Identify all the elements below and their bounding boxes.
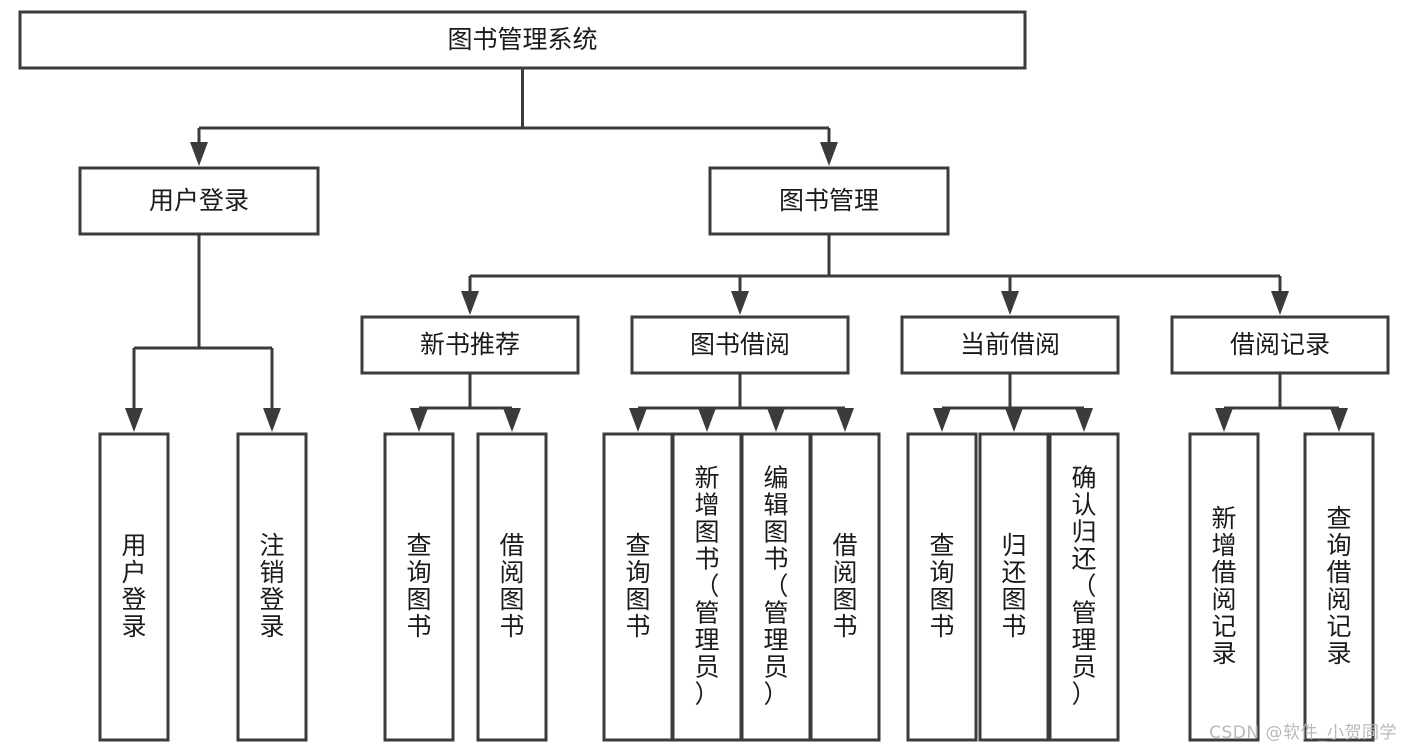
node-leaf-add-record[interactable]: 新增借阅记录 [1188,432,1260,742]
node-leaf-edit-book-admin[interactable]: 编辑图书（管理员） [740,432,812,742]
node-label-current-borrow: 当前借阅 [960,330,1060,359]
node-book-borrow[interactable]: 图书借阅 [630,315,850,375]
node-label-leaf-add-record: 新增借阅记录 [1211,504,1236,668]
node-new-book-recommend[interactable]: 新书推荐 [360,315,580,375]
node-box-leaf-query-book-nbr [383,432,455,742]
node-box-leaf-query-record [1303,432,1375,742]
node-leaf-borrow-book-nbr[interactable]: 借阅图书 [476,432,548,742]
node-user-login[interactable]: 用户登录 [78,166,320,236]
node-label-leaf-query-book-nbr: 查询图书 [406,531,431,641]
node-label-leaf-query-record: 查询借阅记录 [1326,504,1351,668]
node-label-leaf-edit-book-admin: 编辑图书（管理员） [763,464,788,709]
arrow-head-icon [125,408,143,432]
node-box-leaf-logout [236,432,308,742]
node-current-borrow[interactable]: 当前借阅 [900,315,1120,375]
node-label-leaf-query-book-cb: 查询图书 [929,531,954,641]
node-box-root [18,10,1027,70]
arrow-head-icon [767,408,785,432]
node-box-user-login [78,166,320,236]
node-leaf-add-book-admin[interactable]: 新增图书（管理员） [671,432,743,742]
arrow-head-icon [629,408,647,432]
node-box-leaf-add-record [1188,432,1260,742]
arrow-head-icon [461,291,479,315]
arrow-head-icon [263,408,281,432]
arrow-head-icon [503,408,521,432]
arrow-head-icon [410,408,428,432]
connector-layer [125,68,1348,432]
arrow-head-icon [1330,408,1348,432]
node-leaf-confirm-return[interactable]: 确认归还（管理员） [1048,432,1120,742]
node-label-user-login: 用户登录 [149,186,249,215]
node-box-leaf-borrow-book-nbr [476,432,548,742]
node-borrow-record[interactable]: 借阅记录 [1170,315,1390,375]
node-box-leaf-add-book-admin [671,432,743,742]
node-leaf-user-login[interactable]: 用户登录 [98,432,170,742]
node-box-leaf-user-login [98,432,170,742]
node-leaf-return-book[interactable]: 归还图书 [978,432,1050,742]
node-label-root: 图书管理系统 [447,25,597,54]
node-label-leaf-confirm-return: 确认归还（管理员） [1071,464,1096,709]
arrow-head-icon [1215,408,1233,432]
node-label-book-manage: 图书管理 [779,186,879,215]
arrow-head-icon [1001,291,1019,315]
node-box-leaf-query-book-cb [906,432,978,742]
watermark-text: CSDN @软件_小贺同学 [1209,723,1397,743]
node-box-book-borrow [630,315,850,375]
node-label-leaf-user-login: 用户登录 [121,531,146,641]
node-label-leaf-borrow-book-bb: 借阅图书 [832,531,857,641]
node-leaf-query-record[interactable]: 查询借阅记录 [1303,432,1375,742]
arrow-head-icon [731,291,749,315]
node-label-leaf-return-book: 归还图书 [1001,531,1026,641]
arrow-head-icon [820,142,838,166]
node-label-leaf-logout: 注销登录 [259,531,284,641]
node-label-leaf-add-book-admin: 新增图书（管理员） [694,464,719,709]
arrow-head-icon [933,408,951,432]
node-box-leaf-borrow-book-bb [809,432,881,742]
node-leaf-borrow-book-bb[interactable]: 借阅图书 [809,432,881,742]
node-box-new-book-recommend [360,315,580,375]
arrow-head-icon [1075,408,1093,432]
node-label-book-borrow: 图书借阅 [690,330,790,359]
node-root[interactable]: 图书管理系统 [18,10,1027,70]
node-label-new-book-recommend: 新书推荐 [420,330,520,359]
arrow-head-icon [836,408,854,432]
node-leaf-query-book-cb[interactable]: 查询图书 [906,432,978,742]
node-box-leaf-return-book [978,432,1050,742]
node-layer: 图书管理系统用户登录图书管理新书推荐图书借阅当前借阅借阅记录用户登录注销登录查询… [18,10,1390,742]
node-leaf-logout[interactable]: 注销登录 [236,432,308,742]
node-box-current-borrow [900,315,1120,375]
node-label-leaf-borrow-book-nbr: 借阅图书 [499,531,524,641]
node-label-leaf-query-book-bb: 查询图书 [625,531,650,641]
node-box-borrow-record [1170,315,1390,375]
node-leaf-query-book-bb[interactable]: 查询图书 [602,432,674,742]
arrow-head-icon [1005,408,1023,432]
node-box-leaf-edit-book-admin [740,432,812,742]
node-box-book-manage [708,166,950,236]
node-leaf-query-book-nbr[interactable]: 查询图书 [383,432,455,742]
node-book-manage[interactable]: 图书管理 [708,166,950,236]
node-box-leaf-confirm-return [1048,432,1120,742]
arrow-head-icon [1271,291,1289,315]
node-label-borrow-record: 借阅记录 [1230,330,1330,359]
arrow-head-icon [190,142,208,166]
arrow-head-icon [698,408,716,432]
